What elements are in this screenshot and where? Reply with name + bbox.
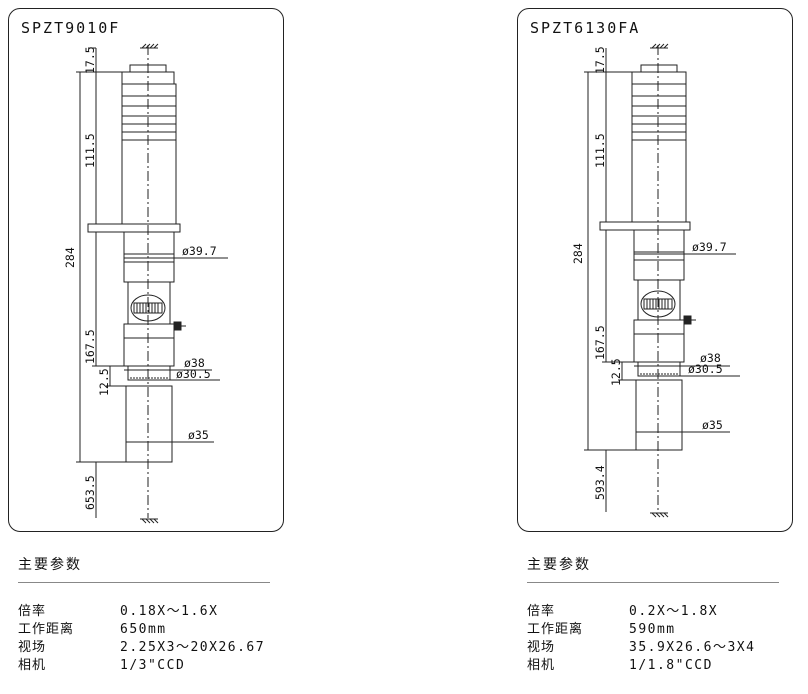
diameter-3: ø30.5 [688,362,723,376]
param-row: 视场 35.9X26.6～3X4 [527,639,779,657]
param-label: 工作距离 [18,622,75,637]
param-value: 1/1.8"CCD [629,658,713,673]
dim-upper: 111.5 [593,133,607,168]
param-row: 倍率 0.2X～1.8X [527,603,779,621]
dimension-labels-right: 17.5 111.5 284 167.5 12.5 593.4 ø39.7 ø3… [571,46,727,500]
param-label: 倍率 [527,604,556,619]
param-label: 视场 [18,640,47,655]
diameter-4: ø35 [702,418,723,432]
param-value: 2.25X3～20X26.67 [120,640,266,655]
param-row: 相机 1/1.8"CCD [527,657,779,675]
dim-upper: 111.5 [83,133,97,168]
param-label: 工作距离 [527,622,584,637]
params-right: 主要参数 倍率 0.2X～1.8X 工作距离 590mm 视场 35.9X26.6～3… [527,554,779,675]
dimension-labels-left: 17.5 111.5 284 167.5 12.5 653.5 ø39.7 ø3… [63,46,217,510]
param-value: 650mm [120,622,167,637]
dim-bottom: 593.4 [593,465,607,500]
dim-top: 17.5 [83,46,97,74]
param-row: 工作距离 650mm [18,621,270,639]
dim-gap: 12.5 [97,368,111,396]
diameter-1: ø39.7 [182,244,217,258]
diameter-3: ø30.5 [176,367,211,381]
drawing-panel-right: SPZT6130FA [517,8,793,532]
diameter-4: ø35 [188,428,209,442]
param-row: 倍率 0.18X～1.6X [18,603,270,621]
param-label: 倍率 [18,604,47,619]
upper-barrel [121,83,177,117]
diameter-1: ø39.7 [692,240,727,254]
diameter-2: ø38 [700,351,721,365]
param-row: 视场 2.25X3～20X26.67 [18,639,270,657]
param-value: 1/3"CCD [120,658,186,673]
focus-knob [130,294,166,322]
dim-total: 284 [63,247,77,268]
lower-tube [123,231,175,283]
coax-illuminator [87,223,181,233]
param-row: 工作距离 590mm [527,621,779,639]
dim-top: 17.5 [593,46,607,74]
lens-drawing-right [584,43,740,518]
drawing-panel-left: SPZT9010F [8,8,284,532]
params-title: 主要参数 [18,554,270,583]
dim-lower: 167.5 [593,325,607,360]
params-title: 主要参数 [527,554,779,583]
dim-gap: 12.5 [609,358,623,386]
param-row: 相机 1/3"CCD [18,657,270,675]
params-left: 主要参数 倍率 0.18X～1.6X 工作距离 650mm 视场 2.25X3～20X… [18,554,270,675]
dim-bottom: 653.5 [83,475,97,510]
model-title: SPZT6130FA [530,19,641,37]
main-tube [121,139,177,225]
param-value: 0.2X～1.8X [629,604,719,619]
dim-total: 284 [571,243,585,264]
param-value: 590mm [629,622,676,637]
model-title: SPZT9010F [21,19,121,37]
param-value: 0.18X～1.6X [120,604,219,619]
param-label: 相机 [18,658,47,673]
param-value: 35.9X26.6～3X4 [629,640,756,655]
objective-body [123,323,175,367]
diameter-2: ø38 [184,356,205,370]
dim-lower: 167.5 [83,329,97,364]
bottom-tube [125,385,173,463]
lens-drawing-left [76,43,228,524]
param-label: 相机 [527,658,556,673]
param-label: 视场 [527,640,556,655]
